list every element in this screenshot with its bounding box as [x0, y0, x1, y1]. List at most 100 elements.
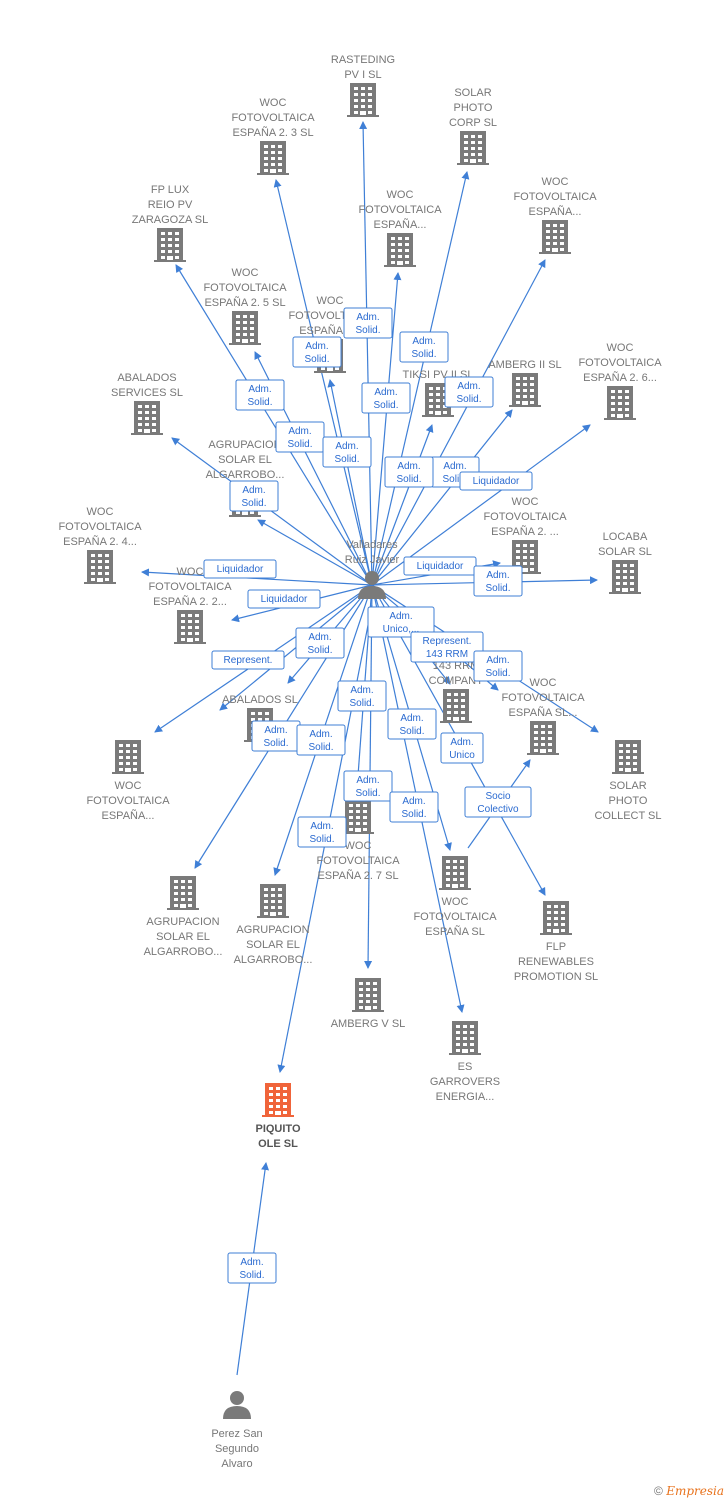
edge-role-text: 143 RRM	[426, 649, 468, 660]
edge-role-label[interactable]: Adm.Solid.	[227, 1252, 277, 1284]
edge-role-label[interactable]: Adm.Solid.	[343, 307, 393, 339]
edge-role-text: Solid.	[442, 474, 467, 485]
node-label: CORP SL	[449, 117, 497, 129]
node-label: AGRUPACION	[208, 439, 281, 451]
edge-role-text: Unico	[449, 750, 475, 761]
edge-role-label[interactable]: Liquidador	[459, 471, 533, 491]
edge-role-label[interactable]: Liquidador	[403, 556, 477, 576]
building-icon	[527, 721, 559, 755]
edge-role-label[interactable]: Adm.Solid.	[235, 379, 285, 411]
node-label: ESPAÑA 2. 5 SL	[204, 296, 285, 309]
edge-role-label[interactable]: Adm.Solid.	[444, 376, 494, 408]
edge-role-text: Liquidador	[473, 476, 520, 487]
edge-role-text: Solid.	[263, 738, 288, 749]
node-amberg2[interactable]: AMBERG II SL	[488, 359, 562, 407]
building-icon	[609, 560, 641, 594]
node-label: WOC	[317, 295, 344, 307]
building-icon	[257, 884, 289, 918]
edge-role-label[interactable]: Adm.Unico,...	[367, 606, 435, 638]
edge-role-label[interactable]: Adm.Solid.	[361, 382, 411, 414]
node-label: PHOTO	[609, 795, 648, 807]
node-label: WOC	[115, 780, 142, 792]
edge-role-label[interactable]: Adm.Unico	[440, 732, 484, 764]
edge-role-label[interactable]: Adm.Solid.	[251, 720, 301, 752]
node-garrovers[interactable]: ESGARROVERSENERGIA...	[430, 1021, 500, 1103]
node-wocright[interactable]: WOCFOTOVOLTAICAESPAÑA...	[513, 176, 597, 254]
node-label: WOC	[345, 840, 372, 852]
edge-role-box	[367, 606, 435, 638]
edge-role-label[interactable]: Adm.Solid.	[322, 436, 372, 468]
edge-role-label[interactable]: Adm.Solid.	[295, 627, 345, 659]
edge-role-box	[384, 456, 434, 488]
building-icon	[229, 311, 261, 345]
edge-role-text: Solid.	[401, 809, 426, 820]
edge-role-label[interactable]: Adm.Solid.	[384, 456, 434, 488]
edge-role-label[interactable]: Represent.143 RRM	[410, 631, 484, 663]
edge-role-label[interactable]: Adm.Solid.	[292, 336, 342, 368]
node-label: ABALADOS	[117, 372, 176, 384]
edge-role-text: Solid.	[247, 397, 272, 408]
node-label: ESPAÑA 2. 2...	[153, 595, 227, 608]
edge-role-text: Adm.	[400, 713, 423, 724]
edge-role-label[interactable]: Adm.Solid.	[337, 680, 387, 712]
edge-role-label[interactable]: Liquidador	[247, 589, 321, 609]
edge-role-text: Solid.	[308, 742, 333, 753]
edge-role-text: Solid.	[287, 439, 312, 450]
node-label: AGRUPACION	[146, 916, 219, 928]
edge-role-label[interactable]: Adm.Solid.	[296, 724, 346, 756]
edge-role-label[interactable]: Adm.Solid.	[297, 816, 347, 848]
edge-role-label[interactable]: Liquidador	[203, 559, 277, 579]
node-wocmid[interactable]: WOCFOTOVOLTAICAESPAÑA...	[358, 189, 442, 267]
edge-role-text: Represent.	[224, 655, 273, 666]
building-icon	[174, 610, 206, 644]
edge-role-label[interactable]: Adm.Solid.	[473, 565, 523, 597]
building-icon	[539, 220, 571, 254]
edge-valladares-to-fplux	[175, 264, 373, 586]
edge-role-text: Adm.	[486, 570, 509, 581]
building-icon	[167, 876, 199, 910]
edge-role-label[interactable]: Represent.	[211, 650, 285, 670]
edge-role-label[interactable]: Adm.Solid.	[275, 421, 325, 453]
building-icon	[352, 978, 384, 1012]
edge-valladares-to-agrup1	[257, 519, 373, 586]
edge-role-box	[296, 724, 346, 756]
node-amberg5[interactable]: AMBERG V SL	[331, 978, 406, 1030]
edge-role-label[interactable]: Adm.Solid.	[229, 480, 279, 512]
edge-role-label[interactable]: Adm.Solid.	[343, 770, 393, 802]
node-woc_left[interactable]: WOCFOTOVOLTAICAESPAÑA...	[86, 740, 170, 822]
edge-role-label[interactable]: Adm.Solid.	[399, 331, 449, 363]
node-label: SOLAR EL	[246, 939, 300, 951]
node-label: SOLAR EL	[218, 454, 272, 466]
edge-role-label[interactable]: Adm.Solid.	[387, 708, 437, 740]
building-icon	[612, 740, 644, 774]
node-label: WOC	[87, 506, 114, 518]
edge-role-label[interactable]: Adm.Solid.	[473, 650, 523, 682]
node-label: ESPAÑA 2. 7 SL	[317, 869, 398, 882]
edge-role-box	[295, 627, 345, 659]
brand-logo-text[interactable]: Empresia	[666, 1484, 724, 1498]
edge-role-label[interactable]: Adm.Solid.	[389, 791, 439, 823]
